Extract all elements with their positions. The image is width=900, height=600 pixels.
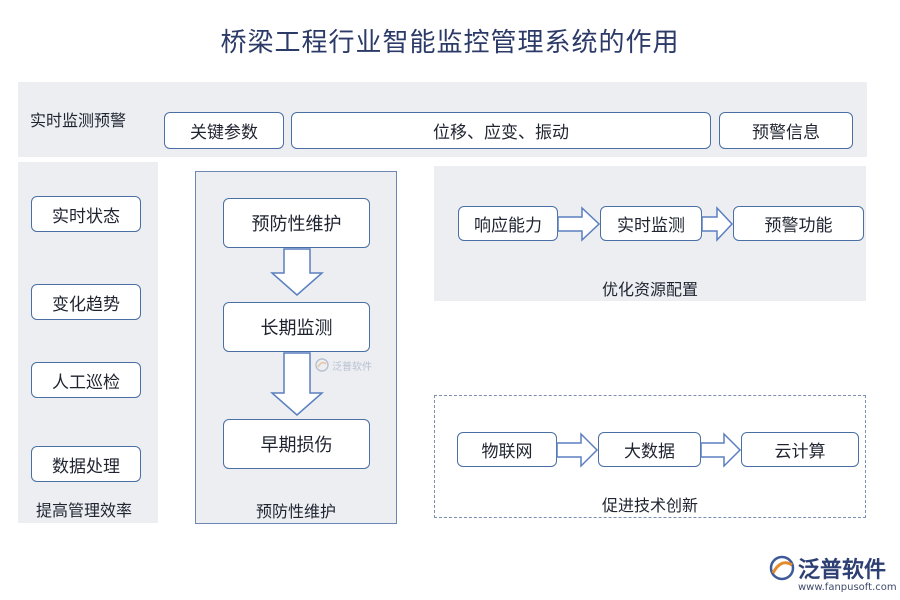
right-arrow-icon [557, 206, 601, 242]
optimize-resources-caption: 优化资源配置 [601, 280, 698, 299]
right-arrow-icon [556, 432, 599, 468]
inner-watermark: 泛普软件 [315, 356, 385, 374]
brand-url: www.fanpusoft.com [798, 582, 897, 593]
tech-innovation-caption: 促进技术创新 [601, 496, 698, 515]
key-parameters-box: 关键参数 [164, 112, 284, 149]
management-efficiency-caption: 提高管理效率 [36, 501, 133, 520]
brand-name: 泛普软件 [798, 558, 887, 583]
warning-function-box: 预警功能 [733, 206, 864, 241]
preventive-maintenance-caption: 预防性维护 [255, 502, 336, 521]
brand-logo-icon [315, 358, 329, 372]
preventive-maintenance-box: 预防性维护 [223, 198, 370, 248]
manual-inspection-box: 人工巡检 [31, 362, 141, 398]
iot-box: 物联网 [457, 432, 557, 467]
page-title: 桥梁工程行业智能监控管理系统的作用 [220, 28, 680, 58]
early-damage-box: 早期损伤 [223, 419, 370, 469]
response-capability-box: 响应能力 [458, 206, 558, 241]
big-data-box: 大数据 [598, 432, 701, 467]
inner-watermark-text: 泛普软件 [332, 361, 372, 373]
down-arrow-icon [270, 352, 324, 416]
real-time-monitoring-box: 实时监测 [600, 206, 702, 241]
cloud-computing-box: 云计算 [741, 432, 859, 467]
brand-watermark: 泛普软件 www.fanpusoft.com [768, 552, 897, 596]
right-arrow-icon [700, 432, 742, 468]
change-trend-box: 变化趋势 [31, 284, 141, 320]
warning-info-box: 预警信息 [719, 112, 853, 149]
long-term-monitoring-box: 长期监测 [223, 302, 370, 352]
real-time-status-box: 实时状态 [31, 196, 141, 232]
displacement-strain-vibration-box: 位移、应变、振动 [291, 112, 711, 149]
data-processing-box: 数据处理 [31, 446, 141, 482]
top-bar-label: 实时监测预警 [30, 111, 127, 130]
down-arrow-icon [270, 248, 324, 296]
brand-logo-icon [769, 555, 795, 581]
right-arrow-icon [701, 206, 734, 242]
